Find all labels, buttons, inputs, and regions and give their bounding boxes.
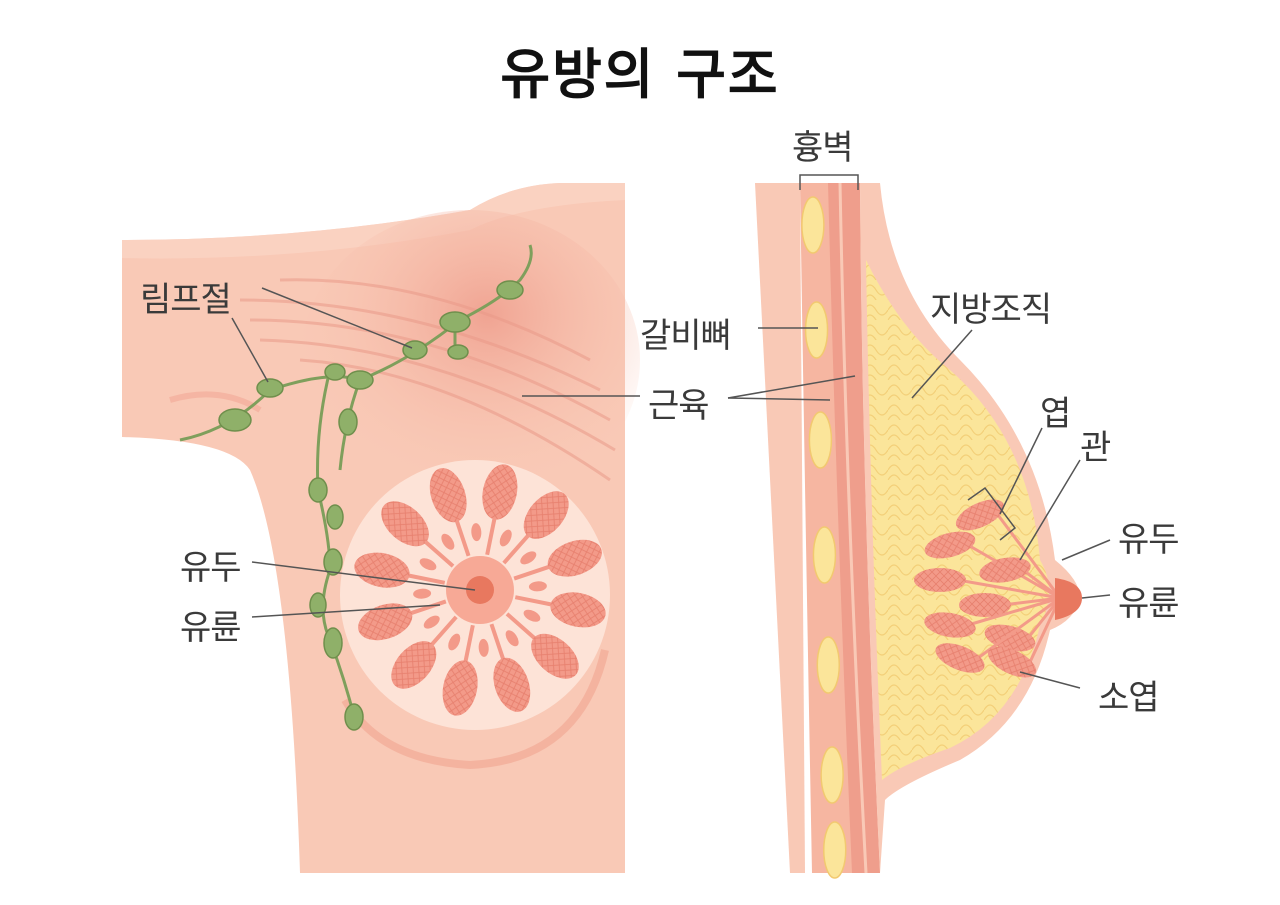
lobes-front <box>354 464 606 716</box>
chest-wall-bracket <box>799 174 859 190</box>
lobule-front <box>471 523 482 542</box>
label-lymph-node: 림프절 <box>140 280 232 320</box>
label-areola-front: 유륜 <box>180 608 242 648</box>
duct-side <box>967 596 1061 627</box>
rib-section <box>823 821 847 879</box>
lobe-side <box>935 643 985 673</box>
lobe-front <box>354 552 410 588</box>
rib-section <box>801 196 825 254</box>
lobule-front <box>520 551 537 565</box>
rib-section <box>808 411 833 469</box>
duct-front <box>513 563 555 581</box>
lymph-nodes <box>218 280 524 731</box>
duct-front <box>505 612 540 644</box>
label-muscle: 근육 <box>648 386 710 426</box>
lobe-side <box>987 646 1037 678</box>
lobe-front <box>442 660 478 716</box>
lobe-front <box>493 657 531 712</box>
lobule-front <box>523 609 541 622</box>
rib-section <box>820 746 844 804</box>
muscle-band <box>828 183 880 873</box>
label-fat-tissue: 지방조직 <box>930 290 1052 330</box>
label-rib: 갈비뼈 <box>640 316 732 356</box>
rib-section <box>816 636 841 694</box>
duct-side <box>1022 568 1061 600</box>
side-leader-lines <box>727 327 1111 689</box>
side-view <box>727 174 1111 879</box>
label-nipple-front: 유두 <box>180 548 242 588</box>
nipple-side <box>1055 578 1082 620</box>
lobule-front <box>448 633 461 651</box>
duct-front <box>502 530 534 565</box>
lobe-side <box>955 499 1005 531</box>
lobe-side <box>914 568 966 592</box>
lobule-front <box>413 588 432 599</box>
duct-front <box>405 599 447 617</box>
duct-side <box>957 578 1061 600</box>
lobe-front <box>358 603 413 641</box>
duct-front <box>420 536 455 568</box>
label-areola-side: 유륜 <box>1118 584 1180 624</box>
duct-front <box>426 615 458 650</box>
lobule-front <box>499 529 512 547</box>
lobe-side <box>924 531 976 559</box>
lobe-front <box>381 501 429 547</box>
duct-front <box>403 572 446 585</box>
label-lobule: 소엽 <box>1098 678 1160 718</box>
lobule-front <box>419 558 437 571</box>
lobule-front <box>505 630 519 647</box>
front-view <box>122 183 640 873</box>
lobes-side <box>914 499 1062 678</box>
ribs <box>801 196 847 879</box>
lobe-bracket <box>967 486 1017 541</box>
lobe-side <box>959 593 1011 617</box>
duct-side <box>996 514 1062 599</box>
lobe-front <box>550 592 606 628</box>
duct-front <box>453 515 471 557</box>
label-duct: 관 <box>1080 428 1111 468</box>
lobe-side <box>924 612 976 638</box>
rib-section <box>804 301 829 359</box>
lobe-front <box>391 641 437 689</box>
label-chest-wall: 흉벽 <box>792 128 854 168</box>
duct-front <box>514 595 557 608</box>
duct-side <box>1026 597 1062 639</box>
lobe-front <box>531 633 579 679</box>
label-lobe: 엽 <box>1040 394 1071 434</box>
nipple-front <box>466 576 494 604</box>
lobe-front <box>429 468 467 523</box>
lobule-front <box>528 581 547 592</box>
duct-side <box>1002 596 1061 607</box>
pectoral-muscle-shade <box>300 210 640 510</box>
front-leader-lines <box>231 287 640 618</box>
lobe-front <box>547 539 602 577</box>
rib-section <box>812 526 837 584</box>
page-title: 유방의 구조 <box>500 43 780 106</box>
label-nipple-side: 유두 <box>1118 520 1180 560</box>
lobe-side <box>979 557 1031 583</box>
lobule-front <box>478 638 489 657</box>
duct-front <box>462 624 475 667</box>
lobe-front <box>482 464 518 520</box>
duct-front <box>489 623 507 665</box>
duct-front <box>485 513 498 556</box>
lobe-front <box>523 491 569 539</box>
lobule-front <box>423 615 440 629</box>
lobule-front <box>441 533 455 550</box>
